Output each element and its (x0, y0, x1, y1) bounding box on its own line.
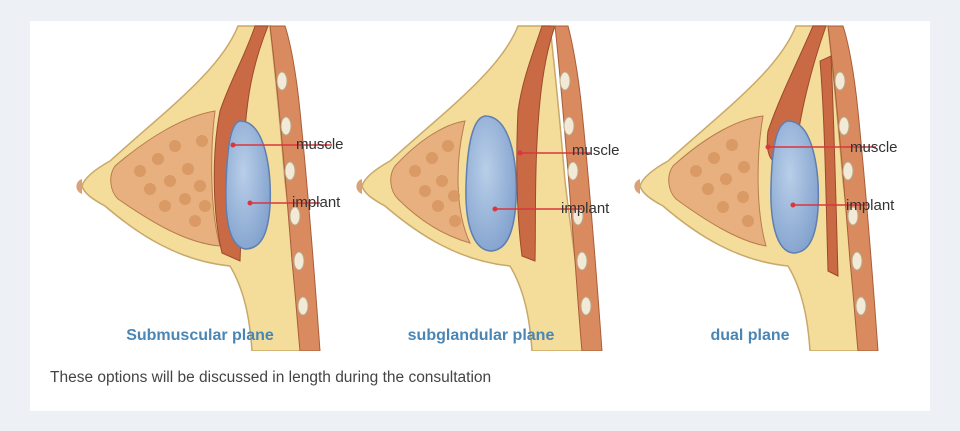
deep-muscle-layer (819, 55, 839, 277)
chest-wall (554, 25, 603, 351)
dual-plane-diagram (634, 25, 879, 351)
muscle-label: muscle (850, 139, 898, 156)
panel-caption: dual plane (710, 327, 790, 344)
consultation-note: These options will be discussed in lengt… (50, 369, 492, 386)
ribs (834, 71, 867, 316)
nipple (76, 179, 82, 194)
muscle-label: muscle (572, 142, 620, 159)
nipple (356, 179, 362, 194)
panel-dual-plane: muscle implant dual plane (628, 21, 928, 351)
content-card: muscle implant Submuscular plane (30, 21, 930, 411)
panel-subglandular: muscle implant subglandular plane (350, 21, 650, 351)
chest-wall (269, 25, 321, 351)
submuscular-diagram (76, 25, 332, 351)
gland-lobules (134, 135, 211, 227)
breast-implant (465, 115, 518, 252)
breast-implant (225, 120, 272, 250)
mammary-gland (668, 115, 767, 247)
implant-label: implant (561, 200, 610, 217)
gland-lobules (409, 140, 461, 227)
implant-label: implant (846, 197, 895, 214)
ribs (276, 71, 309, 316)
subglandular-diagram (356, 25, 603, 351)
pectoral-muscle (516, 25, 556, 262)
ribs (559, 71, 592, 316)
nipple (634, 179, 640, 194)
chest-wall (827, 25, 879, 351)
panel-caption: Submuscular plane (126, 327, 274, 344)
gland-lobules (690, 139, 754, 227)
panel-caption: subglandular plane (407, 327, 555, 344)
panel-submuscular: muscle implant Submuscular plane (70, 21, 370, 351)
breast-implant (770, 120, 820, 254)
muscle-label: muscle (296, 136, 344, 153)
implant-label: implant (292, 194, 341, 211)
